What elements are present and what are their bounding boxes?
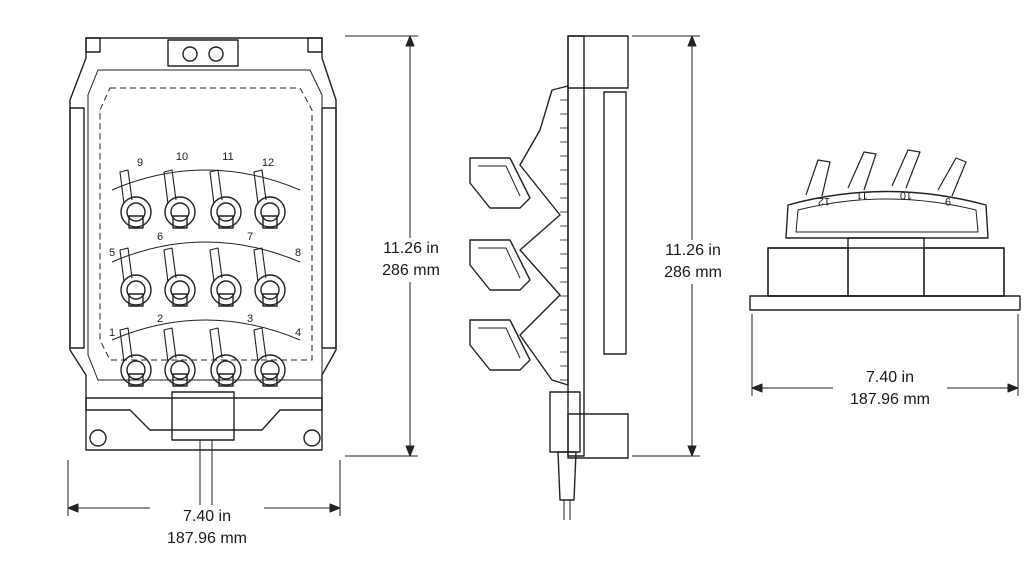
port-assembly [163,169,196,229]
port-label: 6 [157,231,163,243]
top-width-label: 7.40 in 187.96 mm [833,367,947,411]
top-left-box [767,247,849,297]
port-label: 9 [945,195,951,207]
front-top-ear-right [307,37,323,53]
port-label: 4 [295,327,301,339]
front-top-connector [167,39,239,67]
front-ports [119,169,286,387]
front-inner-tray [87,69,323,381]
port-assembly [119,327,152,387]
port-assembly [253,247,286,307]
top-center-box [847,237,925,297]
front-height-mm: 286 mm [382,262,440,279]
port-label: 9 [137,157,143,169]
front-width-mm: 187.96 mm [166,530,248,547]
front-cable [199,440,213,505]
side-gland [549,391,581,453]
port-label: 10 [176,151,188,163]
port-assembly [163,247,196,307]
front-side-rail-right [321,107,337,349]
front-dashed-outline [99,87,313,361]
front-housing-outline [69,37,337,451]
top-view: 12 11 10 9 [749,149,1021,396]
side-height-label: 11.26 in 286 mm [650,240,736,284]
port-label: 8 [295,247,301,259]
top-dome-inner [795,198,979,233]
side-bottom-bracket [567,413,629,459]
side-back-plate [567,35,585,457]
port-label: 5 [109,247,115,259]
port-assembly [253,327,286,387]
front-height-in: 11.26 in [383,240,439,257]
port-label: 12 [262,157,274,169]
top-dome [785,190,989,239]
front-top-ear-left [85,37,101,53]
front-row-arc-middle [111,241,301,263]
front-bottom-hole-right [303,429,321,447]
port-label: 10 [900,189,912,201]
side-ribs [560,99,568,381]
side-body-profile [519,85,569,386]
side-connector-middle [469,239,531,291]
front-top-connector-hole-1 [182,46,198,62]
front-height-label: 11.26 in 286 mm [368,238,454,282]
top-width-in: 7.40 in [865,369,915,386]
port-assembly [119,169,152,229]
side-cable-boot [557,451,577,501]
top-width-mm: 187.96 mm [849,391,931,408]
top-connectors [805,149,967,197]
port-label: 1 [109,327,115,339]
port-label: 3 [247,313,253,325]
front-bottom-bracket [85,397,323,431]
top-lower-block [767,247,1005,297]
front-row-arc-bottom [111,319,301,341]
front-row-arc-top [111,169,301,191]
side-connector-bottom [469,319,531,371]
side-top-bracket [567,35,629,89]
port-assembly [209,327,242,387]
side-connector-top [469,157,531,209]
front-width-in: 7.40 in [182,508,232,525]
top-right-box [923,247,1005,297]
front-side-rail-left [69,107,85,349]
port-label: 11 [222,151,233,163]
port-label: 12 [818,195,830,207]
side-cable [563,500,571,520]
front-view: 9 10 11 12 5 6 7 8 1 2 3 4 [67,35,418,516]
front-width-label: 7.40 in 187.96 mm [150,506,264,550]
side-height-mm: 286 mm [664,264,722,281]
port-assembly [163,327,196,387]
port-label: 7 [247,231,253,243]
port-label: 2 [157,313,163,325]
front-top-connector-hole-2 [208,46,224,62]
front-bottom-hole-left [89,429,107,447]
port-assembly [253,169,286,229]
side-height-in: 11.26 in [665,242,721,259]
port-assembly [209,247,242,307]
port-assembly [119,247,152,307]
top-base-flange [749,295,1021,311]
port-label: 11 [856,189,867,201]
side-mount-rail [603,91,627,355]
port-assembly [209,169,242,229]
front-gland-cluster [171,391,235,441]
